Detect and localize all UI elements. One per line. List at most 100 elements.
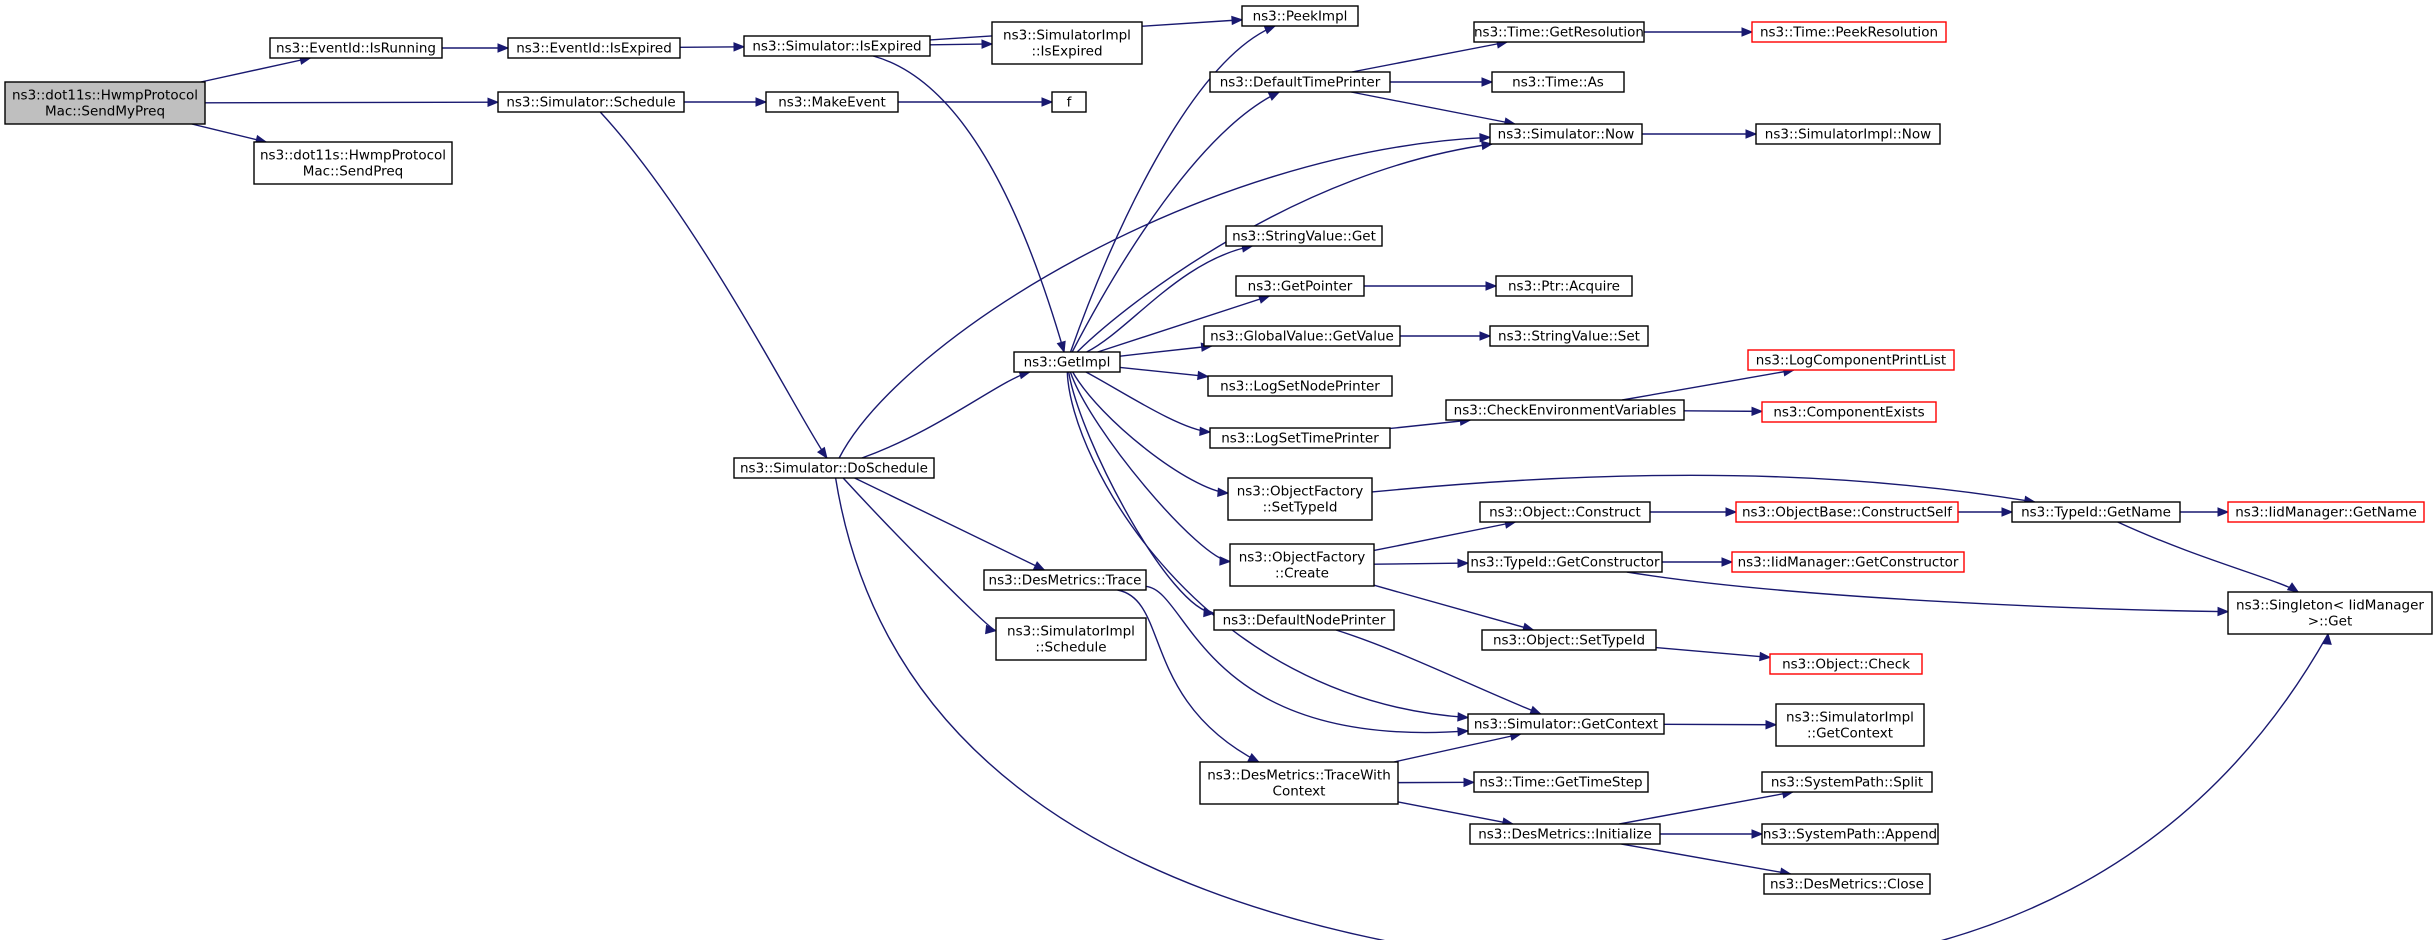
node-ns3-desmetrics-trace[interactable]: ns3::DesMetrics::Trace [983,569,1147,591]
node-ns3-simulator-now[interactable]: ns3::Simulator::Now [1489,123,1643,145]
node-box [1203,325,1401,347]
node-ns3-simulator-isexpired[interactable]: ns3::Simulator::IsExpired [743,35,931,57]
node-box [1225,225,1383,247]
node-ns3-getpointer[interactable]: ns3::GetPointer [1235,275,1365,297]
edge-doschedule-to-sim_now [838,136,1491,459]
node-label: ns3::GetPointer [1248,279,1353,295]
node-ns3-objectfactory-settypeid[interactable]: ns3::ObjectFactory::SetTypeId [1227,477,1373,521]
node-label: ns3::SimulatorImpl [1007,624,1135,640]
node-box [1481,629,1657,651]
node-box [2011,501,2181,523]
node-ns3-simulator-schedule[interactable]: ns3::Simulator::Schedule [497,91,685,113]
node-label: ns3::Simulator::Schedule [506,95,675,111]
node-ns3-simulatorimpl-isexpired[interactable]: ns3::SimulatorImpl::IsExpired [991,21,1143,65]
edge-defnodeprinter-to-sim_getcontext [1335,629,1541,715]
node-box [1735,501,1959,523]
node-ns3-simulatorimpl-schedule[interactable]: ns3::SimulatorImpl::Schedule [995,617,1147,661]
node-ns3-time-peekresolution[interactable]: ns3::Time::PeekResolution [1751,21,1947,43]
node-label: ns3::SimulatorImpl [1786,710,1914,726]
edge-getimpl-to-getpointer [1097,295,1270,353]
node-ns3-singleton-iidmanager-get[interactable]: ns3::Singleton< IidManager >::Get [2227,591,2433,635]
node-label: ns3::Time::PeekResolution [1760,25,1938,41]
node-f[interactable]: f [1051,91,1087,113]
node-box [1207,375,1393,397]
arrowhead-defnodeprinter-to-sim_getcontext [1529,705,1542,715]
node-ns3-defaultnodeprinter[interactable]: ns3::DefaultNodePrinter [1213,609,1395,631]
node-label: ns3::CheckEnvironmentVariables [1454,403,1677,419]
node-ns3-stringvalue-set[interactable]: ns3::StringValue::Set [1489,325,1649,347]
node-ns3-simulator-getcontext[interactable]: ns3::Simulator::GetContext [1467,713,1665,735]
node-ns3-simulator-doschedule[interactable]: ns3::Simulator::DoSchedule [733,457,935,479]
node-label: Mac::SendPreq [303,164,403,180]
node-ns3-systempath-append[interactable]: ns3::SystemPath::Append [1761,823,1939,845]
node-box [1769,653,1923,675]
arrowhead-getimpl-to-deftimeprinter [1267,91,1281,101]
node-ns3-componentexists[interactable]: ns3::ComponentExists [1761,401,1937,423]
node-label: ns3::SimulatorImpl::Now [1765,127,1931,143]
edge-desm_init-to-desm_close [1621,843,1791,875]
node-label: ::Create [1275,566,1329,582]
node-ns3-systempath-split[interactable]: ns3::SystemPath::Split [1761,771,1933,793]
arrowhead-objbase_cself-to-typeid_getname [2001,507,2014,517]
node-ns3-objectbase-constructself[interactable]: ns3::ObjectBase::ConstructSelf [1735,501,1959,523]
edge-getimpl-to-defnodeprinter [1067,371,1215,614]
node-ns3-object-construct[interactable]: ns3::Object::Construct [1479,501,1651,523]
arrowhead-desm_tracewith-to-time_gettimestep [1463,777,1476,788]
node-box [1495,275,1633,297]
node-ns3-ptr-acquire[interactable]: ns3::Ptr::Acquire [1495,275,1633,297]
node-box [497,91,685,113]
node-box [1467,551,1663,573]
node-ns3-simulatorimpl-now[interactable]: ns3::SimulatorImpl::Now [1755,123,1941,145]
arrowhead-getpointer-to-ptr_acquire [1485,281,1498,291]
node-label: ns3::dot11s::HwmpProtocol [260,148,446,164]
node-ns3-logcomponentprintlist[interactable]: ns3::LogComponentPrintList [1747,349,1955,371]
node-box [983,569,1147,591]
node-box [1013,351,1121,373]
node-ns3-globalvalue-getvalue[interactable]: ns3::GlobalValue::GetValue [1203,325,1401,347]
node-ns3-makeevent[interactable]: ns3::MakeEvent [765,91,899,113]
node-ns3-typeid-getconstructor[interactable]: ns3::TypeId::GetConstructor [1467,551,1663,573]
node-ns3-object-settypeid[interactable]: ns3::Object::SetTypeId [1481,629,1657,651]
node-ns3-peekimpl[interactable]: ns3::PeekImpl [1241,5,1359,27]
node-ns3-time-as[interactable]: ns3::Time::As [1491,71,1625,93]
edge-root-to-sim_schedule [204,101,499,104]
node-ns3-stringvalue-get[interactable]: ns3::StringValue::Get [1225,225,1383,247]
node-ns3-simulatorimpl-getcontext[interactable]: ns3::SimulatorImpl::GetContext [1775,703,1925,747]
node-ns3-eventid-isexpired[interactable]: ns3::EventId::IsExpired [507,37,681,59]
node-ns3-desmetrics-initialize[interactable]: ns3::DesMetrics::Initialize [1469,823,1661,845]
node-box [765,91,899,113]
node-label: Context [1273,784,1326,800]
arrowhead-checkenv-to-compexists [1751,406,1764,417]
node-label: ns3::PeekImpl [1253,9,1348,25]
node-ns3-iidmanager-getconstructor[interactable]: ns3::IidManager::GetConstructor [1731,551,1965,573]
node-ns3-time-getresolution[interactable]: ns3::Time::GetResolution [1473,21,1645,43]
arrowhead-typeid_getname-to-singleton_get [2286,582,2300,593]
arrowhead-getimpl-to-sim_getcontext [1457,712,1470,722]
node-label: ns3::SystemPath::Append [1763,827,1937,843]
node-ns3-defaulttimeprinter[interactable]: ns3::DefaultTimePrinter [1209,71,1391,93]
node-ns3-logsetnodeprinter[interactable]: ns3::LogSetNodePrinter [1207,375,1393,397]
node-label: ns3::EventId::IsExpired [516,41,672,57]
arrowhead-ev_running-to-ev_expired [497,43,510,53]
node-ns3-eventid-isrunning[interactable]: ns3::EventId::IsRunning [269,37,443,59]
node-box [1227,477,1373,521]
node-box [1755,123,1941,145]
node-ns3-object-check[interactable]: ns3::Object::Check [1769,653,1923,675]
arrowhead-sim_getcontext-to-simimpl_getcontext [1765,719,1778,730]
node-ns3-typeid-getname[interactable]: ns3::TypeId::GetName [2011,501,2181,523]
node-ns3-logsettimeprinter[interactable]: ns3::LogSetTimePrinter [1209,427,1391,449]
node-ns3-checkenvironmentvariables[interactable]: ns3::CheckEnvironmentVariables [1445,399,1685,421]
node-label: ns3::ObjectFactory [1239,550,1366,566]
edge-checkenv-to-logcomplist [1622,369,1794,401]
arrowhead-of_create-to-typeid_getctor [1457,558,1470,568]
node-ns3-desmetrics-close[interactable]: ns3::DesMetrics::Close [1763,873,1931,895]
node-label: ns3::Time::As [1512,75,1604,91]
node-ns3-objectfactory-create[interactable]: ns3::ObjectFactory::Create [1229,543,1375,587]
node-ns3-getimpl[interactable]: ns3::GetImpl [1013,351,1121,373]
node-box [1209,427,1391,449]
node-ns3-iidmanager-getname[interactable]: ns3::IidManager::GetName [2227,501,2425,523]
node-ns3-time-gettimestep[interactable]: ns3::Time::GetTimeStep [1473,771,1649,793]
